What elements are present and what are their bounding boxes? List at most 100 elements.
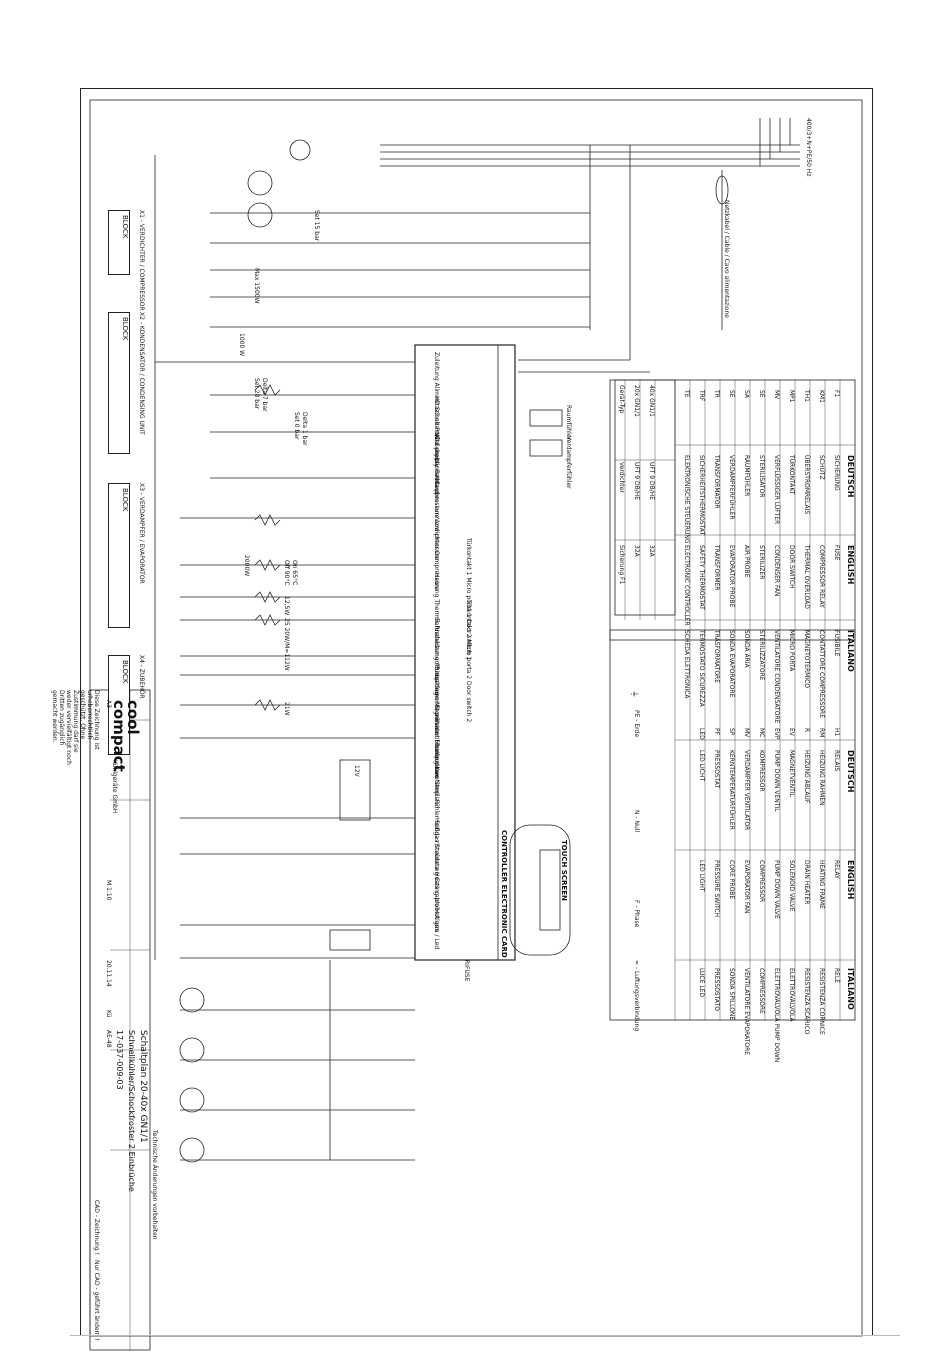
format: A3 [105,700,112,708]
legend2-en: CORE PROBE [728,860,735,900]
cad-note: CAD - Zeichnung ! [93,1200,100,1255]
legend-en: STERILIZER [758,545,765,580]
legend-code: TH1 [803,390,810,402]
sheet-ref: AE-48 [105,1030,112,1048]
load-12-5w: 12,5W [283,596,290,616]
change-note: Technische Änderungen vorbehalten [151,1130,158,1240]
legend-code: MV [773,390,780,400]
legend-code: TE [683,390,690,398]
drawing-number: 17-037-009-03 [115,1030,124,1090]
inner-frame [89,99,863,1337]
legend-de: VERDAMPFERFÜHLER [728,455,735,520]
legend2-code: EV [788,728,795,736]
legend-en: SAFETY THERMOSTAT [698,545,705,610]
legend-de: SICHERUNG [833,455,840,491]
legend2-en: HEATING FRAME [818,860,825,909]
legend2-de: PUMP DOWN VENTIL [773,750,780,812]
legend2-it: PRESSOSTATO [713,968,720,1011]
legend-it: CONTATTORE COMPRESSORE [818,630,825,719]
legend-de: SICHERHEITSTHERMOSTAT [698,455,705,536]
legend2-en: DRAIN HEATER [803,860,810,905]
legend-de: TRANSFORMATOR [713,455,720,509]
legend-it: STERILIZZATORE [758,630,765,681]
scale: M 1:10 [105,880,112,901]
touch-screen-label: TOUCH SCREEN [560,840,568,901]
legend2-de: MAGNETVENTIL [788,750,795,797]
parts-row-1-fuse: 32A [633,545,640,557]
load-2000w: 2000W [243,555,250,577]
legend2-de: HEIZUNG ABLAUF [803,750,810,804]
symbol-n: N - Null [633,810,640,833]
evaporator-probe [529,439,563,457]
legend2-de: KOMPRESSOR [758,750,765,792]
legend2-header-en: ENGLISH [846,860,855,900]
air-probe [529,409,563,427]
terminal-strip-label: X4 - ZUBEHÖR [138,655,145,699]
legend-en: AIR PROBE [743,545,750,578]
parts-row-2-fuse: 32A [648,545,655,557]
fan-1 [179,987,205,1013]
terminal-strip-x2: BLOCK [108,312,130,454]
legend2-de: PRESSOSTAT [713,750,720,789]
legend2-en: LED LIGHT [698,860,705,892]
legend2-header-it: ITALIANO [846,968,855,1010]
legend-en: THERMAL OVERLOAD [803,545,810,609]
legend-code: SA [743,390,750,399]
legend2-de: KERNTEMPERATURFÜHLER [728,750,735,830]
legend-it: SONDA ARIA [743,630,750,668]
terminal-strip-x1: BLOCK [108,210,130,275]
legend-code: KM1 [818,390,825,403]
parts-table-header-type: Gerät-Typ [618,385,625,414]
compressor-motor [247,170,273,196]
block-label: BLOCK [121,215,129,239]
legend2-it: ELETTROVALVOLA [788,968,795,1022]
legend-de: SCHÜTZ [818,455,825,480]
cable-label: Netzkabel / Cable / Cavo alimentazione [723,200,730,318]
transformer [329,929,371,951]
block-label: BLOCK [121,488,129,512]
legend-it: TRASFORMATORE [713,630,720,684]
controller-input-anlauf: Anlauf [433,475,440,495]
supply-label: 400/3+N+PE/50 Hz [805,118,812,177]
fan-motor [247,202,273,228]
legend-header-it: ITALIANO [846,630,855,672]
block-label: BLOCK [121,660,129,684]
date: 20.11.14 [105,960,112,987]
legend2-de: LED LICHT [698,750,705,782]
legend-de: TÜRKONTAKT [788,455,795,495]
legend2-code: MC [758,728,765,738]
legend-it: SCHEDA ELETTRONICA [683,630,690,699]
legend2-en: RELAY [833,860,840,879]
controller-title: CONTROLLER ELECTRONIC CARD [500,830,508,958]
legend-de: RAUMFÜHLER [743,455,750,497]
legend-it: TERMOSTATO SICUREZZA [698,630,705,707]
switch-delta-7: Delta 7 bar [261,378,268,412]
parts-row-1-compressor: UFT 9 DB/HE [633,462,640,501]
load-25-20w: 25 20W/M=112W [283,618,290,671]
legend2-it: RELÈ [833,968,840,984]
legend2-en: COMPRESSOR [758,860,765,903]
fan-2 [179,1037,205,1063]
legend-it: MICRO PORTA [788,630,795,672]
fan-4 [179,1137,205,1163]
legend-header-en: ENGLISH [846,545,855,585]
condenser-motor [289,139,311,161]
legend2-de: RELAIS [833,750,840,772]
legend-de: VERFLÜSSIGER LÜFTER [773,455,780,525]
terminal-strip-label: X3 - VERDAMPFER / EVAPORATOR [138,483,145,584]
cad-note-2: Nur CAD - geführt ändern ! [93,1260,100,1341]
legend2-en: PRESSURE SWITCH [713,860,720,917]
legend-de: STERILISATOR [758,455,765,498]
switch-off-90: Off 90°C [283,560,290,586]
switch-delta-1: Delta 1 bar [301,412,308,446]
legend2-it: SONDA SPILLONE [728,968,735,1021]
ground-icon: ⏚ [630,690,639,698]
legend-code: SE [728,390,735,398]
legend2-code: MV [743,728,750,738]
legend2-code: H1 [833,728,840,737]
page-footer-rule [70,1335,900,1336]
switch-set-28: Set 28 bar [253,378,260,410]
legend-code: TR [713,390,720,398]
legend-en: EVAPORATOR PROBE [728,545,735,608]
brand-sub: Kühlgeräte GmbH [111,760,118,814]
